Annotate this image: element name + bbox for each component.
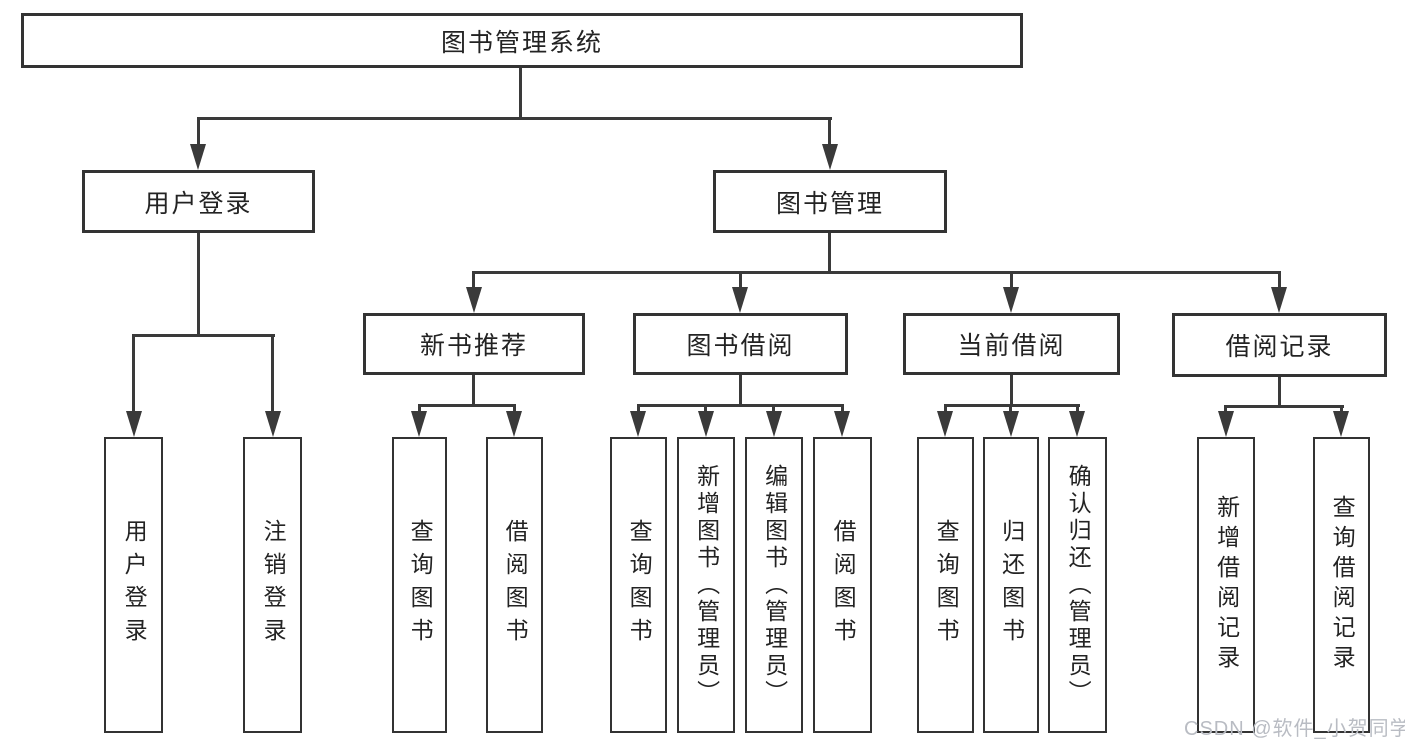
leaf-logout-label: 注销登录 [260,519,287,651]
leaf-query-books-borrow-label: 查询图书 [626,519,653,651]
arrow-down-icon [1003,287,1019,313]
connector-line [197,233,200,337]
leaf-borrow-books-label: 借阅图书 [830,519,857,651]
arrow-down-icon [630,411,646,437]
arrow-down-icon [1069,411,1085,437]
leaf-confirm-return-admin: 确认归还（管理员） [1048,437,1107,733]
arrow-down-icon [1003,411,1019,437]
connector-line [472,271,475,289]
connector-line [841,404,844,413]
connector-line [513,404,516,413]
arrow-down-icon [411,411,427,437]
connector-line [1340,405,1343,413]
leaf-borrow-books: 借阅图书 [813,437,872,733]
connector-line [772,404,775,413]
arrow-down-icon [126,411,142,437]
connector-line [1010,271,1013,289]
connector-line [519,68,522,118]
node-new-book-recommend: 新书推荐 [363,313,585,375]
leaf-borrow-books-recommend-label: 借阅图书 [502,519,529,651]
arrow-down-icon [1218,411,1234,437]
leaf-query-books-current: 查询图书 [917,437,974,733]
leaf-borrow-books-recommend: 借阅图书 [486,437,543,733]
connector-line [739,271,742,289]
connector-line [1278,271,1281,289]
connector-line [704,404,707,413]
arrow-down-icon [766,411,782,437]
connector-line [637,404,640,413]
leaf-logout: 注销登录 [243,437,302,733]
node-new-book-recommend-label: 新书推荐 [419,332,528,360]
leaf-query-books-borrow: 查询图书 [610,437,667,733]
connector-line [637,404,844,407]
node-user-login-label: 用户登录 [144,189,253,218]
connector-line [197,117,832,120]
node-root-label: 图书管理系统 [440,28,603,57]
arrow-down-icon [1271,287,1287,313]
leaf-user-login: 用户登录 [104,437,163,733]
connector-line [1224,405,1344,408]
leaf-user-login-label: 用户登录 [121,519,148,651]
node-book-management-label: 图书管理 [775,189,884,218]
arrow-down-icon [834,411,850,437]
leaf-query-books-recommend: 查询图书 [392,437,447,733]
node-book-management: 图书管理 [713,170,947,233]
leaf-query-borrow-record: 查询借阅记录 [1313,437,1370,733]
arrow-down-icon [732,287,748,313]
arrow-down-icon [265,411,281,437]
leaf-add-book-admin-label: 新增图书（管理员） [693,463,720,707]
node-book-borrow-label: 图书借阅 [686,332,795,360]
leaf-query-books-current-label: 查询图书 [933,519,960,651]
connector-line [944,404,947,413]
connector-line [944,404,1080,407]
connector-line [271,334,274,413]
arrow-down-icon [822,144,838,170]
arrow-down-icon [937,411,953,437]
connector-line [828,117,831,146]
arrow-down-icon [506,411,522,437]
connector-line [197,117,200,146]
arrow-down-icon [698,411,714,437]
connector-line [132,334,275,337]
connector-line [418,404,516,407]
node-current-borrow: 当前借阅 [903,313,1120,375]
leaf-query-books-recommend-label: 查询图书 [407,519,434,651]
leaf-return-book-label: 归还图书 [998,519,1025,651]
node-user-login: 用户登录 [82,170,315,233]
leaf-confirm-return-admin-label: 确认归还（管理员） [1065,463,1092,707]
leaf-add-book-admin: 新增图书（管理员） [677,437,735,733]
leaf-return-book: 归还图书 [983,437,1039,733]
leaf-add-borrow-record: 新增借阅记录 [1197,437,1255,733]
connector-line [739,375,742,406]
arrow-down-icon [190,144,206,170]
leaf-query-borrow-record-label: 查询借阅记录 [1329,495,1356,675]
leaf-edit-book-admin: 编辑图书（管理员） [745,437,803,733]
node-root: 图书管理系统 [21,13,1023,68]
arrow-down-icon [1333,411,1349,437]
connector-line [472,375,475,406]
connector-line [1009,404,1012,413]
node-borrow-records-label: 借阅记录 [1225,333,1334,361]
node-book-borrow: 图书借阅 [633,313,848,375]
watermark: CSDN @软件_小贺同学 [1184,718,1405,740]
connector-line [828,233,831,273]
connector-line [132,334,135,413]
connector-line [1278,377,1281,406]
connector-line [1010,375,1013,406]
node-current-borrow-label: 当前借阅 [957,332,1066,360]
connector-line [1224,405,1227,413]
leaf-edit-book-admin-label: 编辑图书（管理员） [761,463,788,707]
arrow-down-icon [466,287,482,313]
connector-line [1076,404,1079,413]
connector-line [418,404,421,413]
leaf-add-borrow-record-label: 新增借阅记录 [1213,495,1240,675]
node-borrow-records: 借阅记录 [1172,313,1387,377]
connector-line [472,271,1281,274]
